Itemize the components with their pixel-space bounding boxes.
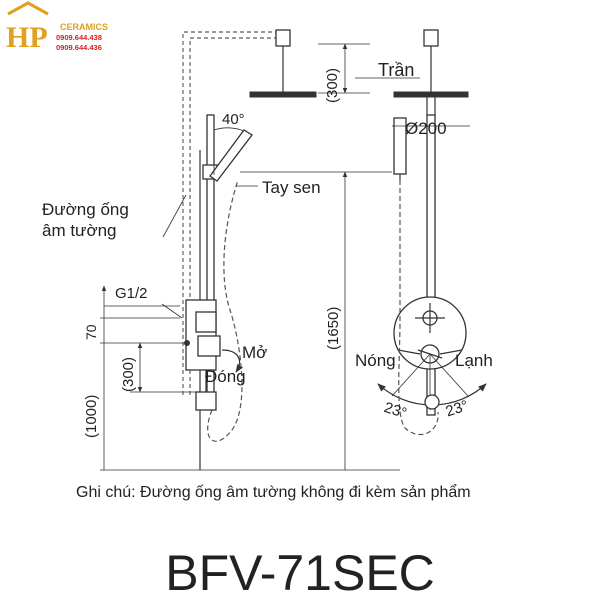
front-view [377,29,487,435]
logo-brand: CERAMICS [60,22,108,32]
lower-valve [195,391,217,411]
roof-icon [7,1,49,16]
concealed-pipe-label-2: âm tường [42,221,117,240]
hot-label: Nóng [355,351,396,370]
hose-side [207,179,243,442]
hand-shower-side [209,129,253,182]
angle-right-label: 23° [444,397,471,420]
concealed-pipe [182,31,288,395]
dim-1000-label: (1000) [83,395,100,438]
inlet-point [184,340,190,346]
dimensions [100,43,470,471]
mixer-body-side [185,299,217,371]
head-diameter-label: Ø200 [405,119,447,138]
open-label: Mở [242,343,267,362]
head-shower-side [249,91,317,98]
brand-logo: HP CERAMICS 0909.644.438 0909.644.436 [6,1,108,54]
close-label: Đóng [205,367,246,386]
hand-shower-label: Tay sen [262,178,321,197]
labels: Trần (300) Ø200 40° Tay sen Đường ống âm… [42,60,493,438]
logo-phone-2: 0909.644.436 [56,43,102,52]
note-text: Ghi chú: Đường ống âm tường không đi kèm… [76,483,471,501]
logo-phone-1: 0909.644.438 [56,33,102,42]
angle-left-label: 23° [382,399,409,422]
angle-top-label: 40° [222,111,245,128]
dim-70-label: 70 [83,324,99,340]
ceiling-arm [275,29,291,47]
dim-1650-label: (1650) [325,307,342,350]
ceiling-dim-label: (300) [324,68,341,103]
ceiling-label: Trần [378,60,414,80]
ceiling-mount-front [423,29,439,47]
cold-label: Lạnh [455,351,493,370]
logo-mark: HP [6,21,48,54]
thread-label: G1/2 [115,285,148,302]
model-title: BFV-71SEC [165,545,435,600]
hose-front [398,180,439,435]
head-shower-front [393,91,469,98]
riser-front [426,114,436,416]
dim-300-low-label: (300) [120,357,137,392]
side-view [182,29,317,470]
concealed-pipe-label-1: Đường ống [42,200,129,219]
